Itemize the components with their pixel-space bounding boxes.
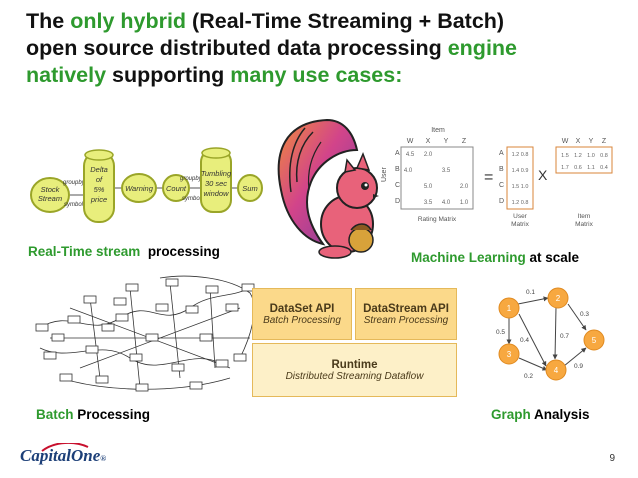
svg-text:1.5 1.0: 1.5 1.0 [512,184,529,190]
svg-text:Z: Z [462,138,467,145]
stock-label-1: Stock [41,185,61,194]
svg-text:price: price [90,195,107,204]
flink-squirrel-logo [277,118,379,259]
svg-text:Count: Count [166,184,187,193]
svg-text:User: User [381,167,388,182]
slide-title: The only hybrid (Real-Time Streaming + B… [26,9,518,87]
svg-text:2.0: 2.0 [460,184,469,190]
svg-text:2.0: 2.0 [424,152,433,158]
symbol-label-1: symbol [64,202,84,208]
svg-text:1.0: 1.0 [587,153,595,159]
svg-text:4: 4 [554,366,559,375]
svg-text:0.8: 0.8 [600,153,608,159]
svg-text:Z: Z [602,138,607,145]
count-node [162,174,190,202]
svg-text:C: C [499,182,504,189]
svg-text:1.7: 1.7 [561,165,569,171]
svg-text:X: X [426,138,431,145]
svg-text:X: X [538,167,548,183]
svg-text:Y: Y [589,138,594,145]
svg-text:A: A [499,150,504,157]
dataset-api-box: DataSet API Batch Processing [252,288,352,340]
svg-text:of: of [96,175,103,184]
stock-stream-node [30,177,70,213]
svg-text:1.4 0.9: 1.4 0.9 [512,168,529,174]
svg-text:W: W [562,138,569,145]
svg-text:Rating Matrix: Rating Matrix [418,216,457,223]
svg-text:Sum: Sum [242,184,257,193]
svg-text:5: 5 [592,336,597,345]
svg-text:C: C [395,182,400,189]
stream-processing-diagram: Stock Stream groupby symbol Delta of 5% … [30,147,263,223]
groupby-label-1: groupby [63,180,86,186]
graph-node-1 [498,297,520,319]
svg-text:Item: Item [431,127,445,134]
svg-text:1.2 0.8: 1.2 0.8 [512,200,529,206]
capital-one-logo: CapitalOne® [20,446,107,465]
stock-label-2: Stream [38,194,62,203]
svg-text:X: X [576,138,581,145]
svg-text:4.0: 4.0 [404,168,413,174]
svg-text:D: D [395,198,400,205]
sum-node [237,174,263,202]
svg-text:A: A [395,150,400,157]
graph-node-5 [583,329,605,351]
svg-text:3.5: 3.5 [442,168,451,174]
svg-text:B: B [395,166,400,173]
svg-text:0.9: 0.9 [574,363,583,370]
label-batch-processing: Batch Processing [36,407,151,422]
graph-analysis-diagram: 0.1 0.3 0.5 0.4 0.7 0.2 0.9 1 2 3 4 5 [496,287,605,381]
warning-node [121,173,157,203]
svg-text:window: window [203,189,229,198]
batch-dataflow-graph [35,275,255,392]
svg-text:1.0: 1.0 [460,200,469,206]
groupby-label-2: groupby [180,176,203,182]
svg-text:W: W [407,138,414,145]
svg-text:1.2: 1.2 [574,153,582,159]
svg-text:3: 3 [507,350,512,359]
graph-node-2 [547,287,569,309]
svg-text:0.4: 0.4 [600,165,608,171]
svg-text:User: User [513,213,528,220]
ml-matrix-factorization: Item W X Y Z User A B C D 4.5 2.0 4.0 3.… [381,127,613,228]
label-machine-learning: Machine Learning at scale [411,250,580,265]
svg-text:Item: Item [578,213,591,220]
svg-text:Delta: Delta [90,165,108,174]
svg-text:0.4: 0.4 [520,337,529,344]
svg-text:5%: 5% [94,185,105,194]
svg-text:0.6: 0.6 [574,165,582,171]
svg-text:1.2 0.8: 1.2 0.8 [512,152,529,158]
svg-text:Matrix: Matrix [575,221,593,228]
page-number: 9 [609,453,615,464]
svg-text:5.0: 5.0 [424,184,433,190]
svg-text:4.5: 4.5 [406,152,415,158]
svg-text:Y: Y [444,138,449,145]
svg-text:30 sec: 30 sec [205,179,227,188]
svg-text:D: D [499,198,504,205]
svg-text:1.5: 1.5 [561,153,569,159]
label-graph-analysis: Graph Analysis [491,407,590,422]
svg-text:2: 2 [556,294,561,303]
svg-text:B: B [499,166,504,173]
svg-text:1.1: 1.1 [587,165,595,171]
svg-text:=: = [484,169,493,186]
svg-text:Tumbling: Tumbling [201,169,232,178]
svg-text:0.7: 0.7 [560,333,569,340]
svg-text:3.5: 3.5 [424,200,433,206]
runtime-box: Runtime Distributed Streaming Dataflow [252,343,457,397]
svg-text:0.5: 0.5 [496,329,505,336]
datastream-api-box: DataStream API Stream Processing [355,288,457,340]
svg-text:1: 1 [507,304,512,313]
graph-node-3 [498,343,520,365]
symbol-label-2: symbol [182,196,202,202]
graph-node-4 [545,359,567,381]
svg-text:0.3: 0.3 [580,311,589,318]
svg-text:4.0: 4.0 [442,200,451,206]
svg-text:0.2: 0.2 [524,373,533,380]
capital-one-swoosh-icon [41,443,89,452]
label-realtime-stream: Real-Time stream processing [28,244,220,259]
svg-text:Warning: Warning [125,184,154,193]
svg-text:Matrix: Matrix [511,221,529,228]
svg-text:0.1: 0.1 [526,289,535,296]
